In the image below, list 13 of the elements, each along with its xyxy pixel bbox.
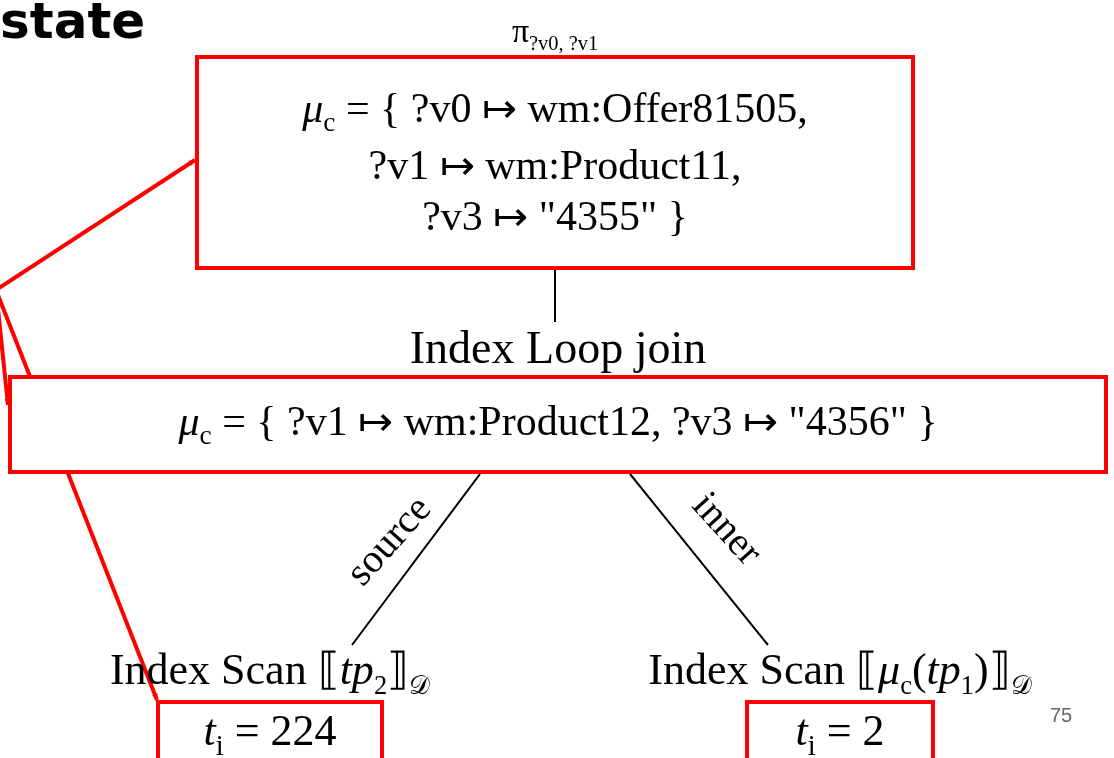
mapping-text: t$_{i}$ = 224 <box>203 705 337 758</box>
arrow <box>0 158 197 292</box>
mapping-text: μ$_{c}$ = { ?v1 ↦ wm:Product12, ?v3 ↦ "4356" } <box>178 397 938 453</box>
connector-line <box>629 473 769 646</box>
page-number: 75 <box>1050 704 1073 727</box>
mapping-text: μ$_{c}$ = { ?v0 ↦ wm:Offer81505, ?v1 ↦ wm:Product11, ?v3 ↦ "4355" } <box>302 83 808 241</box>
connector-line <box>351 473 481 646</box>
slide-title: state <box>0 0 146 46</box>
operator-label: Index Scan ⟦μ$_{c}$(tp$_{1}$)⟧$_{𝒟}$ <box>648 645 1032 701</box>
mapping-text: t$_{i}$ = 2 <box>795 705 885 758</box>
operator-label: π$_{?v0, ?v1}$ <box>511 10 599 55</box>
operator-label: Index Loop join <box>409 322 707 375</box>
connector-line <box>554 269 556 323</box>
